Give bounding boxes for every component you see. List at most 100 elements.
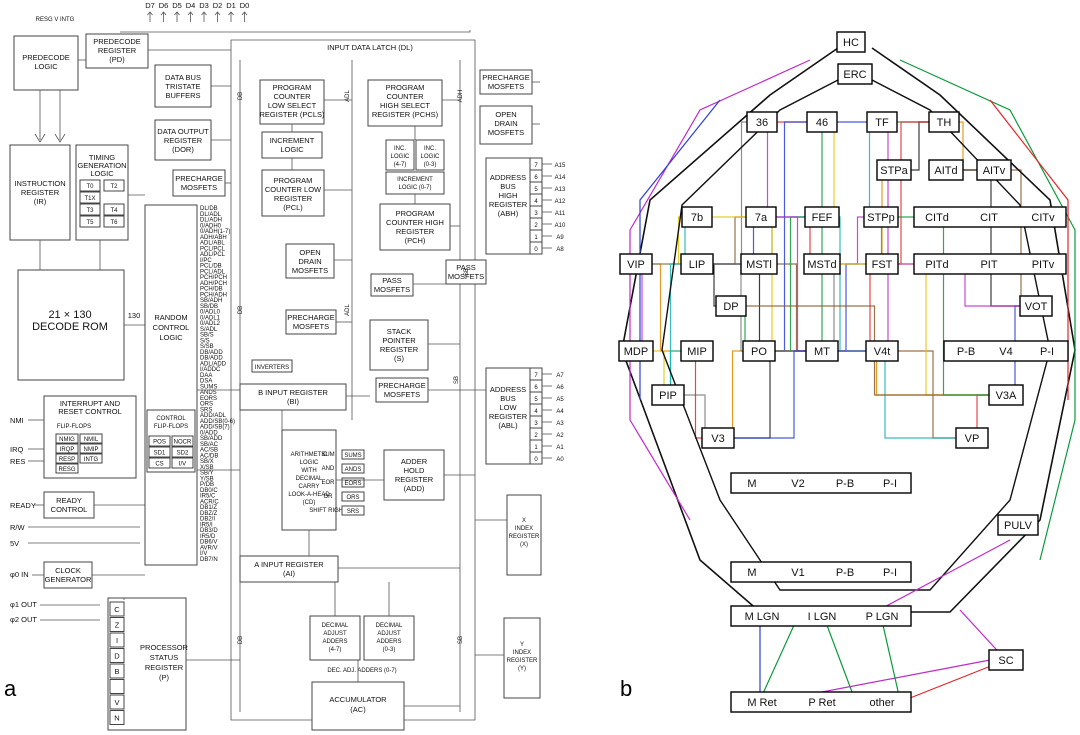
label: DECODE ROM — [32, 321, 108, 333]
random-control-logic — [144, 204, 198, 566]
abl-bit-label: 5 — [534, 397, 538, 403]
node-label-AITd: AITd — [934, 165, 957, 177]
pin-arrow — [201, 11, 207, 22]
abl-bit-label: 4 — [534, 409, 538, 415]
connection-line — [822, 216, 881, 265]
node-VIP — [619, 253, 653, 275]
label: PROCESSOR — [140, 643, 189, 652]
connection-line — [882, 263, 1036, 307]
label: (Y) — [518, 666, 526, 672]
b-input-register — [239, 383, 347, 411]
ff-cell — [55, 443, 79, 454]
connection-line — [759, 350, 1006, 396]
alu-out — [341, 491, 365, 502]
open-drain-mosfets-1 — [479, 105, 533, 145]
node-label-MT: MT — [814, 346, 830, 358]
label: READY — [56, 496, 82, 505]
label: MOSFETS — [292, 266, 328, 275]
node-label-VIP: VIP — [627, 259, 645, 271]
ff-cell — [79, 443, 103, 454]
connection-line — [882, 350, 972, 439]
green-frame — [899, 59, 1076, 561]
node-V1-PI: P-I — [883, 567, 897, 579]
control-line: DB0/C — [200, 488, 218, 494]
control-line: S/S — [200, 338, 210, 344]
node-label-ERC: ERC — [843, 69, 866, 81]
node-V4t — [865, 340, 899, 362]
alu-op: AND — [322, 466, 335, 472]
label: RANDOM — [154, 313, 187, 322]
abl-bit-label: 3 — [534, 421, 538, 427]
node-label-TH: TH — [937, 117, 952, 129]
psr-bit — [109, 694, 125, 710]
control-line: 0/ADL0 — [200, 310, 221, 316]
node-other: other — [869, 697, 894, 709]
control-line: ADL/ADD — [200, 361, 227, 367]
label: REGISTER — [98, 46, 137, 55]
open-drain-mosfets-2 — [285, 243, 335, 279]
node-label-n46: 46 — [816, 117, 828, 129]
outer-frame — [621, 47, 1076, 613]
psr-bit — [109, 679, 125, 694]
psr-bit — [109, 710, 125, 725]
data-output-register — [154, 119, 212, 161]
label: PROGRAM — [386, 83, 425, 92]
label: (ABH) — [498, 209, 519, 218]
alu-out-label: SRS — [347, 509, 359, 515]
connection-line — [882, 121, 944, 265]
data-pin-D6: D6 — [159, 1, 169, 10]
node-CIT: CIT — [980, 212, 998, 224]
ff-cell-label: INTG — [84, 457, 99, 463]
clock-generator — [43, 561, 93, 589]
timing-cell — [103, 215, 125, 228]
label: (BI) — [287, 397, 300, 406]
cit-group — [913, 206, 1067, 228]
label: GENERATION — [77, 161, 126, 170]
node-label-HC: HC — [843, 37, 859, 49]
node-label-MIP: MIP — [687, 346, 707, 358]
label: REGISTER — [145, 663, 184, 672]
node-label-V4t: V4t — [874, 346, 891, 358]
psr-bit — [109, 601, 125, 617]
control-line: PCL/DB — [200, 264, 222, 270]
label: ADDERS — [376, 639, 401, 645]
psr-bit — [109, 663, 125, 679]
pin-arrow — [214, 11, 221, 22]
sc-links — [779, 539, 1011, 701]
label: BUS — [500, 394, 515, 403]
node-PULV — [997, 514, 1039, 536]
data-pin-D7: D7 — [145, 1, 155, 10]
precharge-mosfets-3 — [285, 309, 337, 335]
timing-cell — [103, 179, 125, 192]
connection-line — [718, 350, 882, 439]
node-label-MDP: MDP — [624, 346, 648, 358]
label: DATA OUTPUT — [157, 127, 209, 136]
node-VP — [955, 427, 989, 449]
alu-op: SHIFT RIGHT — [309, 508, 347, 514]
ff-cell — [55, 453, 79, 464]
label: CONTROL — [51, 505, 88, 514]
red-frame — [989, 99, 1069, 400]
label: LOGIC — [90, 169, 114, 178]
label: STACK — [387, 327, 411, 336]
node-SC — [988, 649, 1024, 671]
psr-bit — [109, 648, 125, 663]
label: (CD) — [303, 500, 316, 506]
alu-out — [341, 449, 365, 460]
connection-line — [759, 216, 822, 352]
control-line: 0/ADH0 — [200, 223, 222, 229]
label: LOGIC — [34, 62, 58, 71]
node-MT — [805, 340, 839, 362]
control-line: DB7/N — [200, 557, 218, 563]
control-line: Y/SB — [200, 476, 214, 482]
signal-left: IRQ — [10, 445, 24, 454]
connection-line — [697, 216, 761, 265]
tristate-buffers — [154, 64, 212, 108]
label: X — [522, 518, 526, 524]
node-TH — [928, 111, 960, 133]
alu-out — [341, 505, 365, 516]
control-line: ADH/ABH — [200, 235, 227, 241]
node-label-V3A: V3A — [996, 390, 1017, 402]
control-line: DB/ADD — [200, 356, 223, 362]
